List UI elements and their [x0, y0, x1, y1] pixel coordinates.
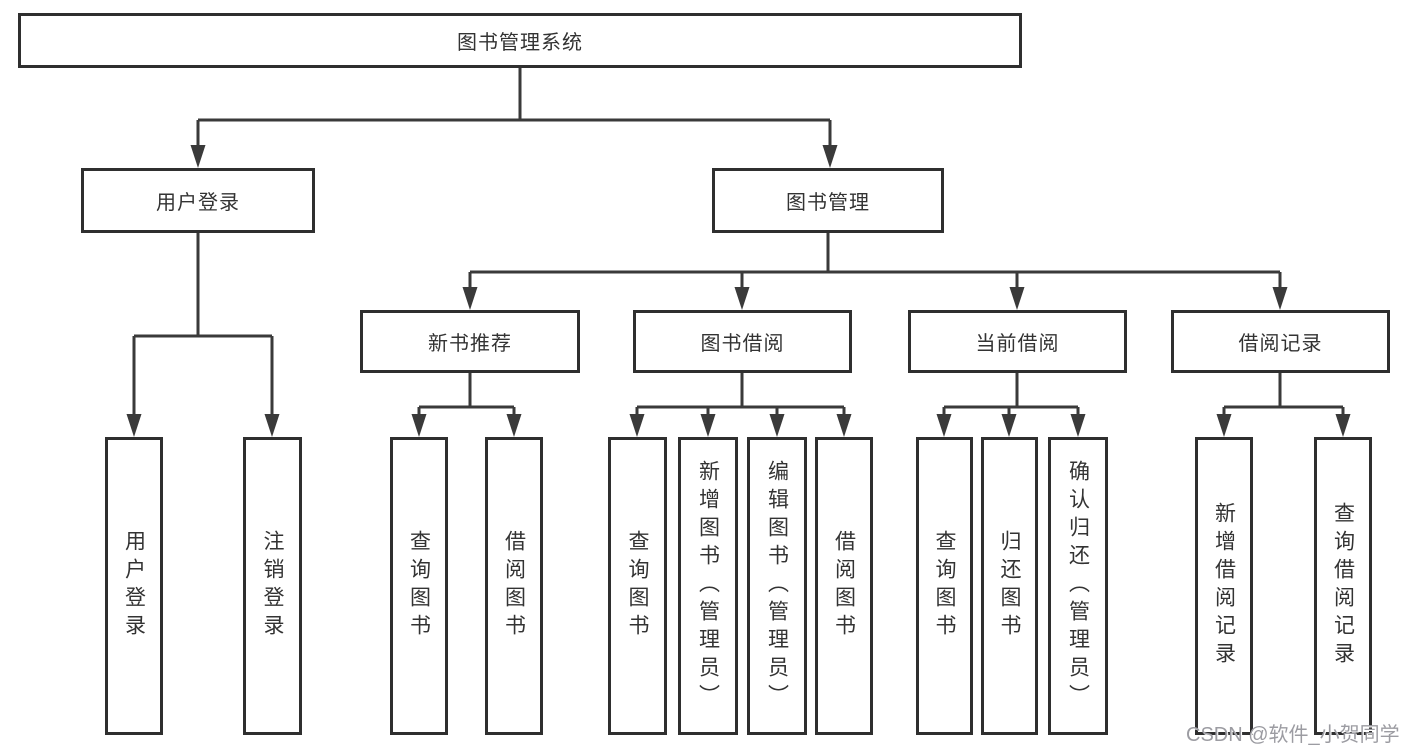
node-new-book-recommend-label: 新书推荐 — [428, 333, 512, 355]
leaf-query-books-borrow: 查询图书 — [608, 437, 667, 735]
leaf-add-book-admin: 新增图书（管理员） — [678, 437, 738, 735]
csdn-watermark: CSDN @软件_小贺同学 — [1186, 724, 1400, 746]
leaf-add-borrow-record: 新增借阅记录 — [1195, 437, 1253, 735]
leaf-borrow-books: 借阅图书 — [815, 437, 873, 735]
node-user-login: 用户登录 — [81, 168, 315, 233]
node-root-system: 图书管理系统 — [18, 13, 1022, 68]
node-book-borrow: 图书借阅 — [633, 310, 852, 373]
node-book-borrow-label: 图书借阅 — [700, 333, 785, 355]
connector-record-to-leaves — [1216, 373, 1351, 437]
node-new-book-recommend: 新书推荐 — [360, 310, 580, 373]
connector-newbook-to-leaves — [411, 373, 522, 437]
node-borrow-record-label: 借阅记录 — [1238, 333, 1323, 355]
leaf-return-book: 归还图书 — [981, 437, 1038, 735]
node-book-management: 图书管理 — [712, 168, 944, 233]
node-root-label: 图书管理系统 — [457, 32, 583, 54]
leaf-query-borrow-record: 查询借阅记录 — [1314, 437, 1372, 735]
connector-root-to-level1 — [190, 68, 838, 168]
node-borrow-record: 借阅记录 — [1171, 310, 1390, 373]
connector-borrow-to-leaves — [629, 373, 852, 437]
node-book-management-label: 图书管理 — [786, 192, 870, 214]
leaf-query-books-current: 查询图书 — [916, 437, 973, 735]
connector-mgmt-to-level2 — [462, 233, 1288, 310]
node-current-borrow-label: 当前借阅 — [975, 333, 1060, 355]
leaf-edit-book-admin: 编辑图书（管理员） — [747, 437, 807, 735]
node-current-borrow: 当前借阅 — [908, 310, 1127, 373]
leaf-user-login: 用户登录 — [105, 437, 163, 735]
leaf-query-books-recommend: 查询图书 — [390, 437, 448, 735]
leaf-logout: 注销登录 — [243, 437, 302, 735]
leaf-borrow-books-recommend: 借阅图书 — [485, 437, 543, 735]
leaf-confirm-return-admin: 确认归还（管理员） — [1048, 437, 1108, 735]
node-user-login-label: 用户登录 — [156, 192, 240, 214]
connector-current-to-leaves — [936, 373, 1086, 437]
connector-login-to-leaves — [126, 233, 280, 437]
